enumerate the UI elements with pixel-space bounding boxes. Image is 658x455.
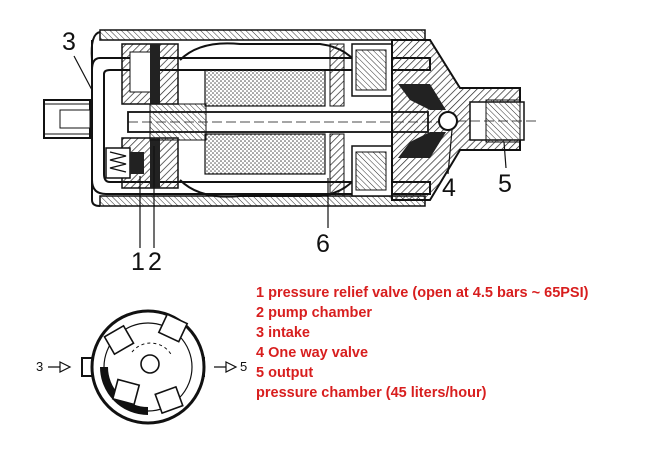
callout-5: 5 — [498, 170, 512, 198]
parts-legend: 1 pressure relief valve (open at 4.5 bar… — [256, 283, 656, 403]
leader-lines — [73, 55, 507, 248]
brush-holder — [351, 43, 393, 197]
end-view-output-label: 5 — [240, 359, 248, 374]
outlet-head — [391, 39, 540, 201]
legend-item: 1 pressure relief valve (open at 4.5 bar… — [256, 285, 589, 301]
end-view-intake-label: 3 — [36, 359, 44, 374]
pump-chamber-block — [121, 43, 179, 189]
legend-item: 4 One way valve — [256, 345, 369, 361]
motor-armature — [179, 42, 361, 198]
intake-nozzle — [43, 99, 91, 139]
legend-item: 3 intake — [256, 325, 310, 341]
check-ball — [438, 111, 458, 131]
legend-item: 2 pump chamber — [256, 305, 373, 321]
legend-item: 5 output — [256, 365, 314, 381]
pressure-relief-valve — [105, 147, 144, 179]
pump-end-view — [48, 309, 238, 425]
callout-2: 2 — [148, 248, 162, 276]
callout-6: 6 — [316, 230, 330, 258]
legend-item: pressure chamber (45 liters/hour) — [256, 385, 487, 401]
callout-3: 3 — [62, 28, 76, 56]
callout-1: 1 — [131, 248, 145, 276]
callout-4: 4 — [442, 174, 456, 202]
